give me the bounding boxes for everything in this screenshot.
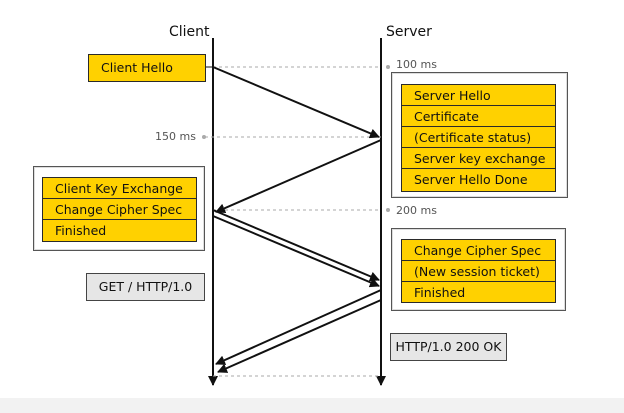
- certificate-row: Certificate: [402, 106, 555, 127]
- server-hello-done-row: Server Hello Done: [414, 172, 528, 187]
- new-session-ticket-row: (New session ticket): [402, 261, 555, 282]
- client-lane-title: Client: [169, 24, 210, 40]
- timing-200ms: 200 ms: [396, 204, 437, 217]
- arrow-client-hello: [212, 66, 380, 139]
- server-key-exchange-row: Server key exchange: [402, 148, 555, 169]
- footer-band: [0, 398, 624, 413]
- server-change-cipher-spec-row: Change Cipher Spec: [402, 240, 555, 261]
- client-change-cipher-spec-row: Change Cipher Spec: [43, 199, 196, 220]
- server-hello-row: Server Hello: [402, 85, 555, 106]
- server-lane-title: Server: [386, 24, 432, 40]
- arrow-get-request: [212, 215, 380, 288]
- arrow-key-exchange: [212, 209, 380, 282]
- client-hello-box: Client Hello: [88, 54, 206, 82]
- arrow-http-response: [217, 299, 382, 373]
- server-hello-stack: Server Hello Certificate (Certificate st…: [401, 84, 556, 192]
- timing-100ms: 100 ms: [396, 58, 437, 71]
- server-finished-stack: Change Cipher Spec (New session ticket) …: [401, 239, 556, 303]
- client-finished-row: Finished: [55, 223, 107, 238]
- certificate-status-row: (Certificate status): [402, 127, 555, 148]
- client-key-exchange-row: Client Key Exchange: [43, 178, 196, 199]
- server-finished-row: Finished: [414, 285, 466, 300]
- get-request-box: GET / HTTP/1.0: [86, 273, 205, 301]
- time-dot-200ms: [386, 208, 390, 212]
- arrow-server-hello: [215, 139, 382, 213]
- timing-150ms: 150 ms: [155, 130, 196, 143]
- time-dot-100ms: [386, 65, 390, 69]
- http-response-box: HTTP/1.0 200 OK: [390, 333, 507, 361]
- client-key-exchange-stack: Client Key Exchange Change Cipher Spec F…: [42, 177, 197, 242]
- arrow-server-finished: [215, 289, 382, 365]
- time-dot-150ms: [202, 135, 206, 139]
